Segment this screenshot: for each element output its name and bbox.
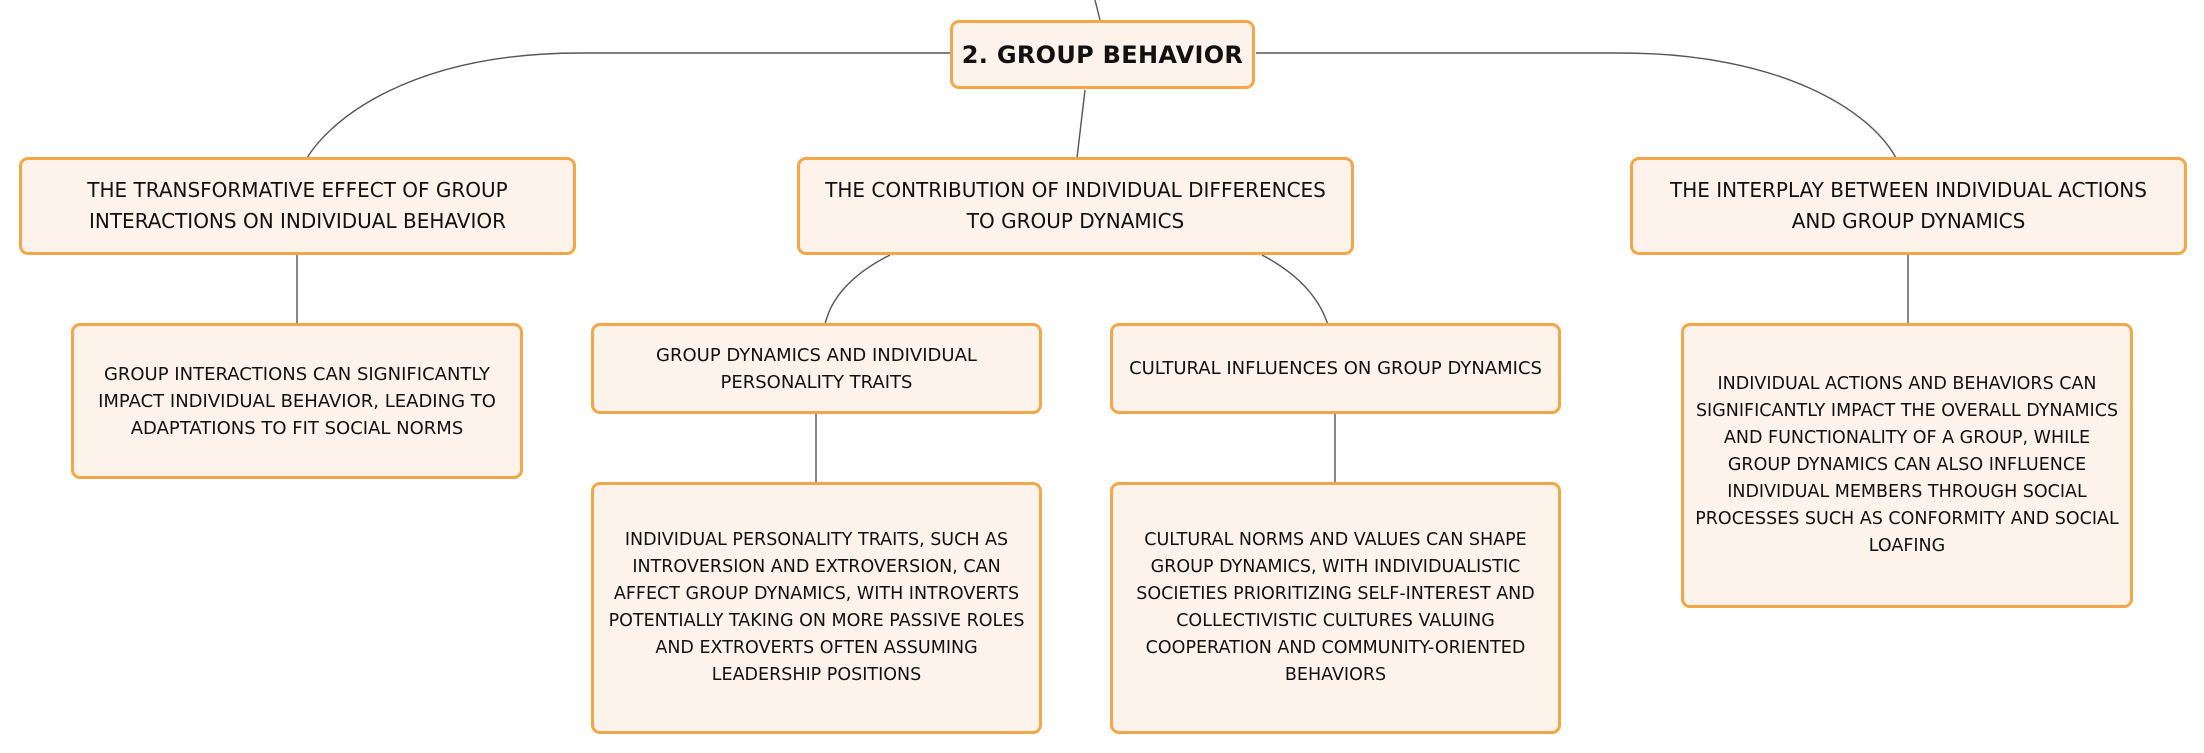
topic-label: THE INTERPLAY BETWEEN INDIVIDUAL ACTIONS… (1670, 178, 2147, 233)
root-label: 2. GROUP BEHAVIOR (961, 40, 1244, 69)
subtopic-node-2-1[interactable]: GROUP DYNAMICS AND INDIVIDUAL PERSONALIT… (591, 323, 1042, 414)
subtopic-label: GROUP DYNAMICS AND INDIVIDUAL PERSONALIT… (656, 344, 977, 393)
connector-root-topic-2 (1076, 89, 1086, 159)
connector-topic-2-child-1 (824, 254, 891, 326)
subtopic-node-2-2[interactable]: CULTURAL INFLUENCES ON GROUP DYNAMICS (1110, 323, 1561, 414)
topic-label: THE CONTRIBUTION OF INDIVIDUAL DIFFERENC… (825, 178, 1326, 233)
topic-node-1[interactable]: THE TRANSFORMATIVE EFFECT OF GROUP INTER… (19, 157, 576, 255)
subtopic-label: CULTURAL INFLUENCES ON GROUP DYNAMICS (1129, 358, 1542, 379)
subtopic-label: INDIVIDUAL ACTIONS AND BEHAVIORS CAN SIG… (1695, 374, 2119, 556)
connector-root-parent (1094, 0, 1101, 21)
topic-label: THE TRANSFORMATIVE EFFECT OF GROUP INTER… (87, 178, 508, 233)
connector-root-topic-3 (1256, 52, 1897, 159)
topic-node-3[interactable]: THE INTERPLAY BETWEEN INDIVIDUAL ACTIONS… (1630, 157, 2187, 255)
connector-topic-2-child-2 (1261, 254, 1329, 326)
connector-root-topic-1 (306, 52, 952, 159)
subtopic-label: GROUP INTERACTIONS CAN SIGNIFICANTLY IMP… (98, 363, 496, 439)
subtopic-node-3-1[interactable]: INDIVIDUAL ACTIONS AND BEHAVIORS CAN SIG… (1681, 323, 2133, 608)
detail-node-2-2[interactable]: CULTURAL NORMS AND VALUES CAN SHAPE GROU… (1110, 482, 1561, 734)
topic-node-2[interactable]: THE CONTRIBUTION OF INDIVIDUAL DIFFERENC… (797, 157, 1354, 255)
detail-label: CULTURAL NORMS AND VALUES CAN SHAPE GROU… (1136, 530, 1535, 685)
subtopic-node-1-1[interactable]: GROUP INTERACTIONS CAN SIGNIFICANTLY IMP… (71, 323, 523, 479)
detail-node-2-1[interactable]: INDIVIDUAL PERSONALITY TRAITS, SUCH AS I… (591, 482, 1042, 734)
root-node[interactable]: 2. GROUP BEHAVIOR (950, 20, 1255, 89)
detail-label: INDIVIDUAL PERSONALITY TRAITS, SUCH AS I… (608, 530, 1025, 685)
